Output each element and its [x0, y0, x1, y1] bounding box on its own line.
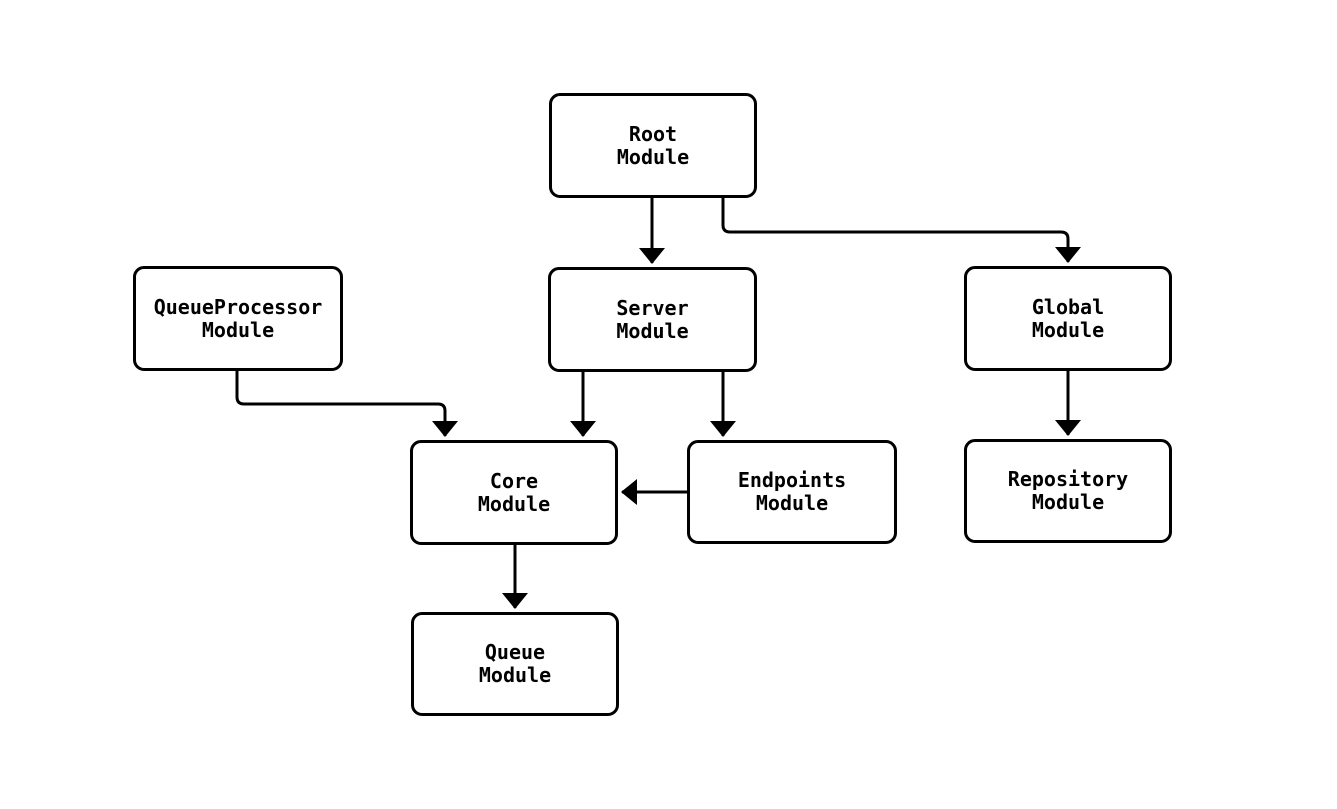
- node-queue-module: Queue Module: [411, 612, 619, 716]
- node-repository-module: Repository Module: [964, 439, 1172, 543]
- node-repository-module-label: Repository Module: [1007, 467, 1129, 514]
- node-queue-module-label: Queue Module: [478, 640, 552, 687]
- node-endpoints-module-label: Endpoints Module: [737, 468, 847, 515]
- node-global-module-label: Global Module: [1031, 294, 1105, 342]
- node-root-module-label: Root Module: [616, 121, 690, 169]
- edge-root-to-global-arrow: [721, 198, 1081, 263]
- node-server-module-label: Server Module: [616, 295, 689, 343]
- node-root-module: Root Module: [549, 93, 757, 198]
- node-endpoints-module: Endpoints Module: [687, 440, 897, 544]
- node-queueprocessor-module-label: QueueProcessor Module: [153, 294, 323, 342]
- node-core-module-label: Core Module: [477, 468, 551, 516]
- edge-queueprocessor-to-core-arrow: [235, 371, 458, 437]
- node-global-module: Global Module: [964, 266, 1172, 371]
- node-queueprocessor-module: QueueProcessor Module: [133, 266, 343, 371]
- node-server-module: Server Module: [548, 267, 757, 372]
- node-core-module: Core Module: [410, 440, 618, 545]
